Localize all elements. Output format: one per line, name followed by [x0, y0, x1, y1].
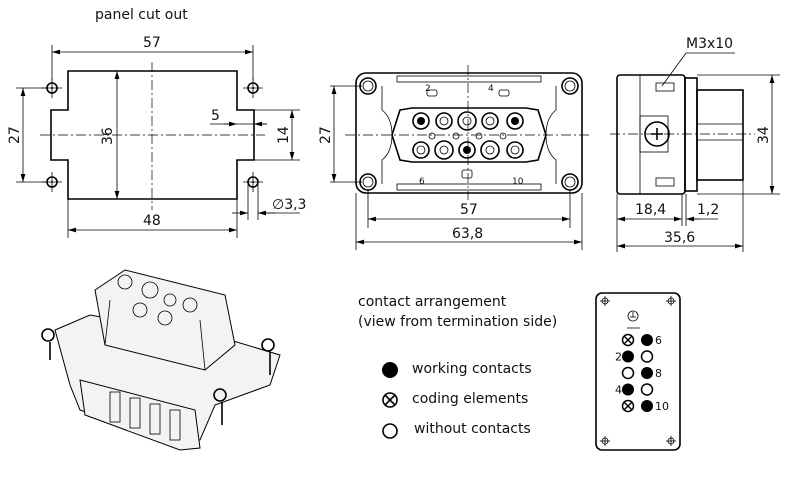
legend-label-working: working contacts	[412, 361, 532, 377]
contact-label: 6	[655, 334, 662, 347]
side-dim-34: 34	[756, 126, 772, 144]
contact-crossed-icon	[621, 333, 635, 347]
dim-57: 57	[143, 35, 161, 51]
panel-cutout-title: panel cut out	[95, 7, 188, 23]
crossed-circle-icon	[382, 392, 398, 408]
contact-filled-icon	[641, 367, 653, 379]
contact-open-icon	[640, 383, 654, 396]
front-dim-63-8: 63,8	[452, 226, 483, 242]
contact-filled-icon	[641, 400, 653, 412]
dim-48: 48	[143, 213, 161, 229]
contact-label: 2	[615, 351, 622, 364]
contact-filled-icon	[622, 383, 634, 396]
dim-14: 14	[276, 126, 292, 144]
plate-corner-marks	[600, 296, 676, 446]
panel-cutout-view: panel cut out 57 27 36 5	[7, 7, 306, 238]
mounting-holes	[42, 78, 263, 192]
side-dim-1-2: 1,2	[697, 202, 719, 218]
contact-open-icon	[640, 350, 654, 363]
contact-arrangement-plate: 6 2 8 4 10	[595, 292, 681, 451]
screw-label: M3x10	[686, 36, 733, 52]
housing-outline	[355, 72, 583, 194]
contact-crossed-icon	[621, 399, 635, 413]
contact-filled-icon	[641, 334, 653, 346]
dim-36: 36	[100, 127, 116, 145]
front-dim-27: 27	[318, 126, 334, 144]
legend: contact arrangement (view from terminati…	[358, 294, 557, 439]
open-circle-icon	[382, 423, 398, 439]
contact-filled-icon	[622, 350, 634, 363]
contact-number-6: 6	[419, 177, 425, 187]
contact-open-icon	[621, 366, 635, 380]
front-dim-57: 57	[460, 202, 478, 218]
side-dim-35-6: 35,6	[664, 230, 695, 246]
side-view: M3x10 34 18,4 1,2 35,6	[610, 36, 780, 252]
contact-number-10: 10	[512, 177, 524, 187]
legend-label-coding: coding elements	[412, 391, 528, 407]
front-view: 2 4 6 10 27 57 63,8	[318, 65, 592, 250]
front-contacts	[412, 111, 524, 160]
dim-27-left: 27	[7, 126, 23, 144]
filled-circle-icon	[382, 362, 398, 378]
dim-5: 5	[211, 108, 220, 124]
legend-label-without: without contacts	[414, 421, 531, 437]
isometric-view	[41, 269, 281, 451]
contact-label: 10	[655, 400, 669, 413]
legend-title-line1: contact arrangement	[358, 294, 507, 310]
contact-number-4: 4	[488, 84, 494, 94]
contact-number-2: 2	[425, 84, 431, 94]
legend-title-line2: (view from termination side)	[358, 314, 557, 330]
earth-ground-icon	[627, 310, 640, 329]
dim-hole-diameter: ∅3,3	[272, 197, 306, 213]
contact-label: 8	[655, 367, 662, 380]
contact-label: 4	[615, 384, 622, 397]
side-dim-18-4: 18,4	[635, 202, 666, 218]
